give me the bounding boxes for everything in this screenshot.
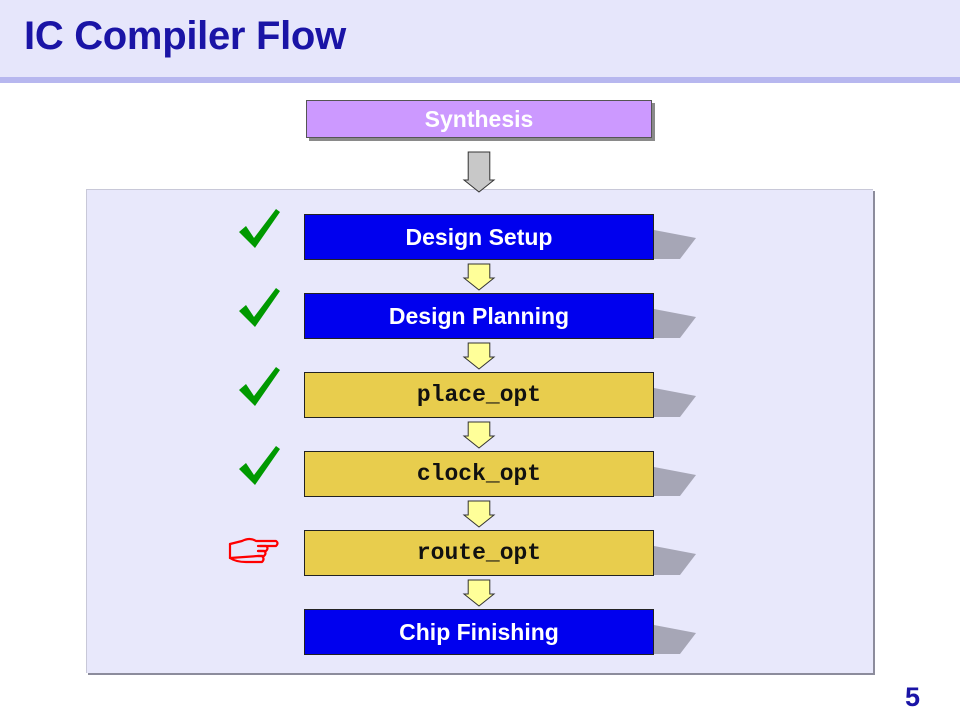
- box-shadow: [654, 388, 696, 417]
- check-icon: [236, 364, 282, 410]
- box-shadow: [654, 467, 696, 496]
- check-icon: [236, 285, 282, 331]
- box-shadow: [654, 625, 696, 654]
- synthesis-down-arrow: [462, 151, 496, 193]
- step-connector-arrow: [462, 500, 496, 528]
- check-icon: [236, 206, 282, 252]
- synthesis-step: Synthesis: [306, 100, 652, 138]
- step-connector-arrow: [462, 421, 496, 449]
- step-connector-arrow: [462, 342, 496, 370]
- check-icon: [236, 443, 282, 489]
- step-connector-arrow: [462, 579, 496, 607]
- box-shadow: [654, 309, 696, 338]
- flow-step-place-opt: place_opt: [304, 372, 654, 418]
- title-divider: [0, 77, 960, 83]
- step-connector-arrow: [462, 263, 496, 291]
- pointing-hand-icon: [228, 534, 280, 568]
- page-number: 5: [904, 682, 920, 712]
- flow-step-design-setup: Design Setup: [304, 214, 654, 260]
- slide-title: IC Compiler Flow: [24, 14, 346, 58]
- box-shadow: [654, 546, 696, 575]
- flow-step-chip-finishing: Chip Finishing: [304, 609, 654, 655]
- title-bar: [0, 0, 960, 77]
- box-shadow: [654, 230, 696, 259]
- flow-step-clock-opt: clock_opt: [304, 451, 654, 497]
- flow-step-route-opt: route_opt: [304, 530, 654, 576]
- flow-step-design-planning: Design Planning: [304, 293, 654, 339]
